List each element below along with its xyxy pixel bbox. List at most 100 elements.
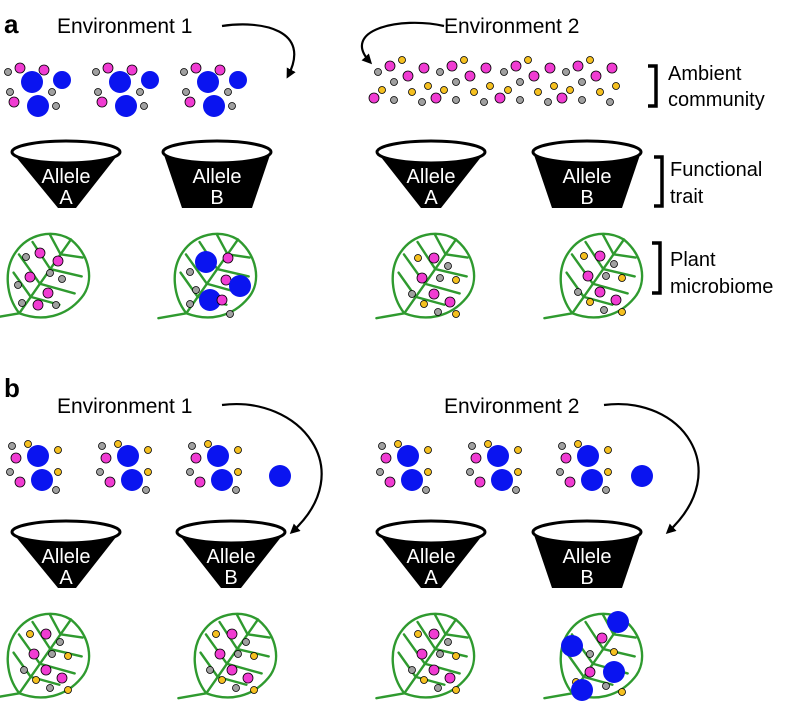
yellow-microbe-dot (514, 446, 522, 454)
yellow-microbe-dot (394, 440, 402, 448)
yellow-microbe-dot (604, 446, 612, 454)
gray-microbe-dot (418, 98, 426, 106)
allele-letter: B (580, 567, 593, 589)
yellow-microbe-dot (420, 300, 428, 308)
panel-b-allele-a-env2-cup: Allele A (375, 519, 487, 589)
gray-microbe-dot (602, 486, 610, 494)
yellow-microbe-dot (618, 308, 626, 316)
yellow-microbe-dot (460, 56, 468, 64)
gray-microbe-dot (186, 300, 194, 308)
panel-b-environment-2-title: Environment 2 (444, 395, 579, 418)
yellow-microbe-dot (504, 86, 512, 94)
pink-microbe-dot (96, 96, 108, 108)
panel-a-environment-1-ambient-community (4, 62, 247, 117)
gray-microbe-dot (182, 88, 190, 96)
gray-microbe-dot (544, 98, 552, 106)
gray-microbe-dot (466, 468, 474, 476)
pink-microbe-dot (194, 476, 206, 488)
yellow-microbe-dot (440, 86, 448, 94)
pink-microbe-dot (190, 452, 202, 464)
pink-microbe-dot (42, 287, 54, 299)
gray-microbe-dot (242, 638, 250, 646)
legend-ambient-line1: Ambient (668, 63, 742, 85)
legend-microbiome-line2: microbiome (670, 276, 773, 298)
panel-b-leaf-allele-b-env2 (528, 596, 660, 726)
legend-trait-line2: trait (670, 186, 704, 208)
pink-microbe-dot (40, 664, 52, 676)
panel-a-allele-b-env1-cup: Allele B (161, 139, 273, 209)
gray-microbe-dot (56, 638, 64, 646)
allele-label: Allele (207, 546, 256, 568)
pink-microbe-dot (34, 247, 46, 259)
gray-microbe-dot (376, 468, 384, 476)
gray-microbe-dot (20, 666, 28, 674)
panel-b-env1-arrow (221, 402, 323, 535)
pink-microbe-dot (10, 452, 22, 464)
yellow-microbe-dot (452, 652, 460, 660)
pink-microbe-dot (470, 452, 482, 464)
pink-microbe-dot (572, 60, 584, 72)
gray-microbe-dot (18, 299, 26, 307)
large-microbe-dot (571, 679, 593, 701)
gray-microbe-dot (142, 486, 150, 494)
pink-microbe-dot (40, 628, 52, 640)
gray-microbe-dot (98, 442, 106, 450)
large-microbe-dot (195, 251, 217, 273)
panel-a-allele-a-env1-cup: Allele A (10, 139, 122, 209)
allele-letter: A (59, 567, 73, 589)
panel-a-allele-b-env2-cup: Allele B (531, 139, 643, 209)
gray-microbe-dot (408, 666, 416, 674)
yellow-microbe-dot (452, 310, 460, 318)
allele-letter: B (224, 567, 237, 589)
gray-microbe-dot (422, 486, 430, 494)
pink-microbe-dot (594, 250, 606, 262)
yellow-microbe-dot (514, 468, 522, 476)
pink-microbe-dot (56, 672, 68, 684)
pink-microbe-dot (100, 452, 112, 464)
large-microbe-dot (199, 289, 221, 311)
gray-microbe-dot (22, 253, 30, 261)
allele-label: Allele (42, 166, 91, 188)
pink-microbe-dot (242, 672, 254, 684)
yellow-microbe-dot (26, 630, 34, 638)
panel-b-env2-arrow (603, 402, 700, 535)
pink-microbe-dot (38, 64, 50, 76)
gray-microbe-dot (378, 442, 386, 450)
gray-microbe-dot (586, 650, 594, 658)
allele-label: Allele (407, 546, 456, 568)
gray-microbe-dot (228, 102, 236, 110)
yellow-microbe-dot (212, 630, 220, 638)
gray-microbe-dot (562, 68, 570, 76)
pink-microbe-dot (594, 286, 606, 298)
pink-microbe-dot (52, 255, 64, 267)
gray-microbe-dot (6, 88, 14, 96)
yellow-microbe-dot (144, 446, 152, 454)
pink-microbe-dot (104, 476, 116, 488)
large-microbe-dot (21, 71, 43, 93)
allele-label: Allele (563, 546, 612, 568)
pink-microbe-dot (14, 476, 26, 488)
large-microbe-dot (207, 445, 229, 467)
panel-b-allele-b-env2-cup: Allele B (531, 519, 643, 589)
yellow-microbe-dot (452, 276, 460, 284)
yellow-microbe-dot (378, 86, 386, 94)
pink-microbe-dot (368, 92, 380, 104)
ambient-community-bracket (648, 64, 658, 108)
gray-microbe-dot (180, 68, 188, 76)
yellow-microbe-dot (484, 440, 492, 448)
gray-microbe-dot (578, 96, 586, 104)
pink-microbe-dot (474, 476, 486, 488)
yellow-microbe-dot (424, 446, 432, 454)
yellow-microbe-dot (574, 440, 582, 448)
large-microbe-dot (197, 71, 219, 93)
gray-microbe-dot (52, 102, 60, 110)
gray-microbe-dot (444, 638, 452, 646)
yellow-microbe-dot (580, 252, 588, 260)
pink-microbe-dot (544, 62, 556, 74)
gray-microbe-dot (224, 88, 232, 96)
pink-microbe-dot (528, 70, 540, 82)
pink-microbe-dot (510, 60, 522, 72)
pink-microbe-dot (14, 62, 26, 74)
gray-microbe-dot (578, 78, 586, 86)
legend-microbiome-line1: Plant (670, 249, 716, 271)
